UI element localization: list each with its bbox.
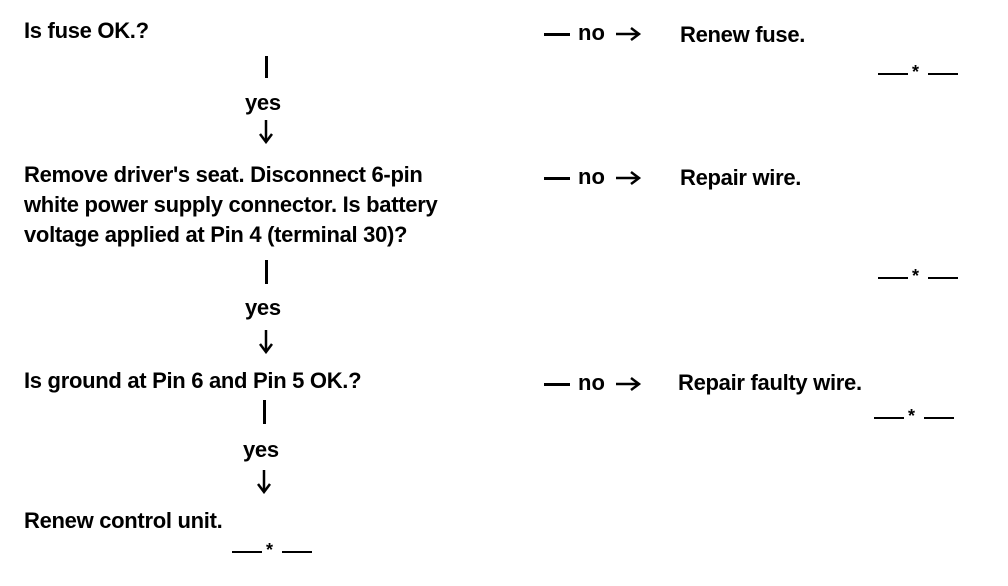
step-3-down-arrow-icon [254, 470, 274, 494]
step-1-no-action: Renew fuse. [680, 22, 806, 47]
final-end-mark: * [232, 540, 316, 562]
step-1-no-dash [544, 33, 570, 36]
step-3-end-mark: * [874, 406, 958, 428]
final-action: Renew control unit. [24, 508, 223, 533]
step-2-question: Remove driver's seat. Disconnect 6-pin w… [24, 160, 438, 250]
step-1-no-label: no [578, 20, 605, 45]
step-3-no-dash [544, 383, 570, 386]
step-2-right-arrow-icon [616, 171, 642, 185]
step-1-end-mark: * [878, 62, 962, 84]
step-2-connector-line [265, 260, 268, 284]
step-3-right-arrow-icon [616, 377, 642, 391]
step-3-no-action: Repair faulty wire. [678, 370, 862, 395]
step-2-question-line-3: voltage applied at Pin 4 (terminal 30)? [24, 222, 408, 247]
step-3-yes-label: yes [243, 437, 279, 462]
step-1-right-arrow-icon [616, 27, 642, 41]
step-2-question-line-2: white power supply connector. Is battery [24, 192, 438, 217]
step-2-question-line-1: Remove driver's seat. Disconnect 6-pin [24, 162, 423, 187]
step-1-no-branch: no [544, 20, 644, 46]
step-2-no-branch: no [544, 164, 644, 190]
step-3-question: Is ground at Pin 6 and Pin 5 OK.? [24, 368, 362, 393]
step-3-connector-line [263, 400, 266, 424]
step-3-no-label: no [578, 370, 605, 395]
step-2-down-arrow-icon [256, 330, 276, 354]
step-1-yes-label: yes [245, 90, 281, 115]
step-2-end-mark: * [878, 266, 962, 288]
step-2-no-action: Repair wire. [680, 165, 802, 190]
step-2-no-label: no [578, 164, 605, 189]
step-1-connector-line [265, 56, 268, 78]
step-1-down-arrow-icon [256, 120, 276, 144]
step-1-question: Is fuse OK.? [24, 18, 149, 43]
step-3-no-branch: no [544, 370, 644, 396]
step-2-no-dash [544, 177, 570, 180]
step-2-yes-label: yes [245, 295, 281, 320]
